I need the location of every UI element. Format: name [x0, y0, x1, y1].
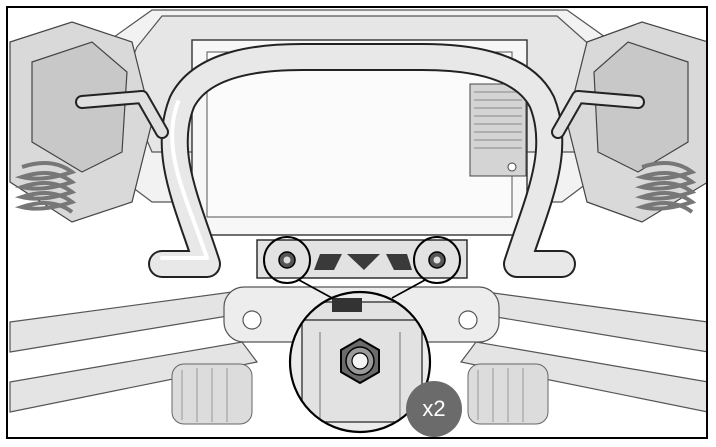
- suspension-springs: [14, 161, 697, 214]
- quantity-badge: x2: [406, 381, 462, 437]
- tubular-bumper: [75, 43, 645, 278]
- control-arms: [9, 286, 706, 413]
- left-bolt-callout: [263, 236, 311, 284]
- cv-boots: [171, 363, 549, 425]
- leader-lines: [298, 279, 426, 299]
- right-bolt-callout: [413, 236, 461, 284]
- zoom-detail: [288, 290, 432, 434]
- illustration-frame: x2: [6, 6, 708, 439]
- zoomed-nut: [340, 337, 380, 385]
- electronic-module: [469, 83, 527, 177]
- bumper-diagram: [9, 9, 706, 434]
